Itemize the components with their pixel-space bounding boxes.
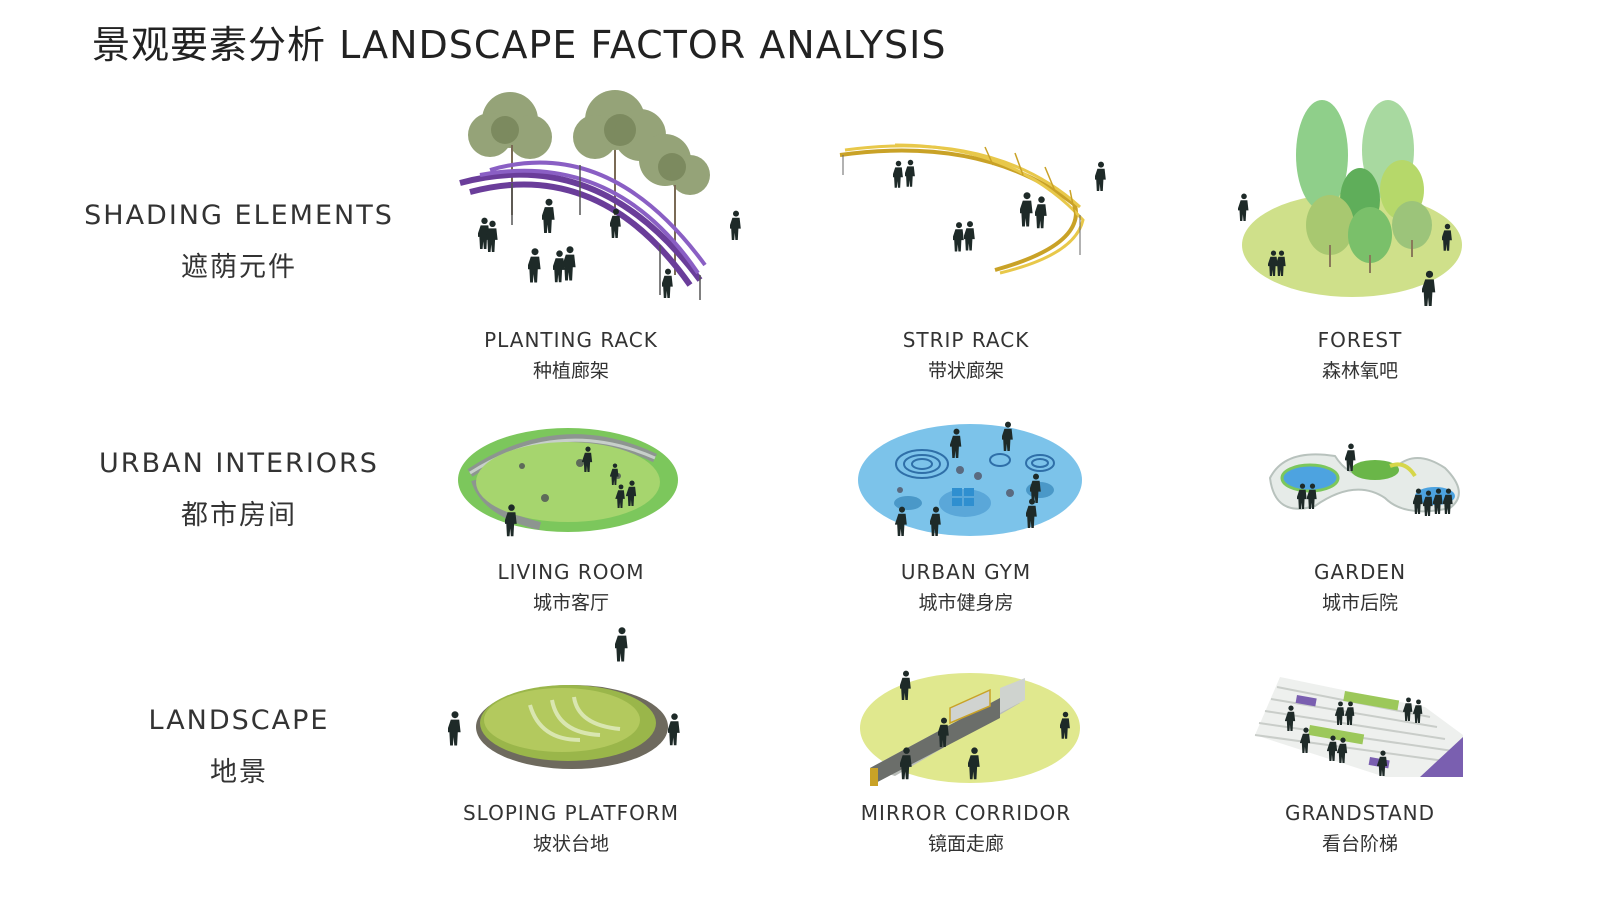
- caption-zh: 森林氧吧: [1321, 360, 1398, 382]
- caption-en: SLOPING PLATFORM: [462, 801, 680, 825]
- caption-living-room: LIVING ROOM 城市客厅: [411, 560, 731, 615]
- urban-gym-illustration: [858, 421, 1082, 536]
- caption-zh: 看台阶梯: [1321, 833, 1398, 855]
- caption-zh: 种植廊架: [532, 360, 609, 382]
- forest-illustration: [1238, 100, 1462, 306]
- row-title-zh: 都市房间: [181, 500, 297, 531]
- garden-illustration: [1268, 443, 1460, 516]
- page-title: 景观要素分析 LANDSCAPE FACTOR ANALYSIS: [92, 23, 947, 67]
- caption-en: STRIP RACK: [902, 328, 1030, 352]
- caption-zh: 城市后院: [1321, 592, 1398, 614]
- row-label-shading: SHADING ELEMENTS 遮荫元件: [74, 200, 404, 284]
- sloping-platform-illustration: [448, 627, 680, 769]
- caption-zh: 镜面走廊: [927, 833, 1004, 855]
- row-title-en: LANDSCAPE: [148, 705, 330, 736]
- caption-mirror-corridor: MIRROR CORRIDOR 镜面走廊: [806, 801, 1126, 856]
- caption-en: URBAN GYM: [900, 560, 1032, 584]
- caption-en: FOREST: [1317, 328, 1403, 352]
- row-title-zh: 遮荫元件: [181, 252, 297, 283]
- row-label-urban-interiors: URBAN INTERIORS 都市房间: [74, 448, 404, 532]
- grandstand-illustration: [1254, 677, 1463, 777]
- caption-planting-rack: PLANTING RACK 种植廊架: [411, 328, 731, 383]
- caption-sloping-platform: SLOPING PLATFORM 坡状台地: [411, 801, 731, 856]
- caption-zh: 坡状台地: [532, 833, 609, 855]
- caption-forest: FOREST 森林氧吧: [1200, 328, 1520, 383]
- caption-en: MIRROR CORRIDOR: [860, 801, 1072, 825]
- row-title-zh: 地景: [210, 757, 268, 788]
- row-title-en: URBAN INTERIORS: [99, 448, 379, 479]
- strip-rack-illustration: [839, 143, 1106, 275]
- caption-strip-rack: STRIP RACK 带状廊架: [806, 328, 1126, 383]
- caption-grandstand: GRANDSTAND 看台阶梯: [1200, 801, 1520, 856]
- planting-rack-illustration: [459, 90, 741, 300]
- caption-garden: GARDEN 城市后院: [1200, 560, 1520, 615]
- caption-zh: 带状廊架: [927, 360, 1004, 382]
- caption-urban-gym: URBAN GYM 城市健身房: [806, 560, 1126, 615]
- caption-en: GRANDSTAND: [1284, 801, 1436, 825]
- living-room-illustration: [458, 428, 678, 537]
- row-title-en: SHADING ELEMENTS: [84, 200, 394, 231]
- caption-zh: 城市客厅: [532, 592, 609, 614]
- caption-en: PLANTING RACK: [484, 328, 658, 352]
- caption-zh: 城市健身房: [918, 592, 1014, 614]
- caption-en: GARDEN: [1313, 560, 1407, 584]
- caption-en: LIVING ROOM: [497, 560, 645, 584]
- row-label-landscape: LANDSCAPE 地景: [74, 705, 404, 789]
- mirror-corridor-illustration: [860, 670, 1080, 786]
